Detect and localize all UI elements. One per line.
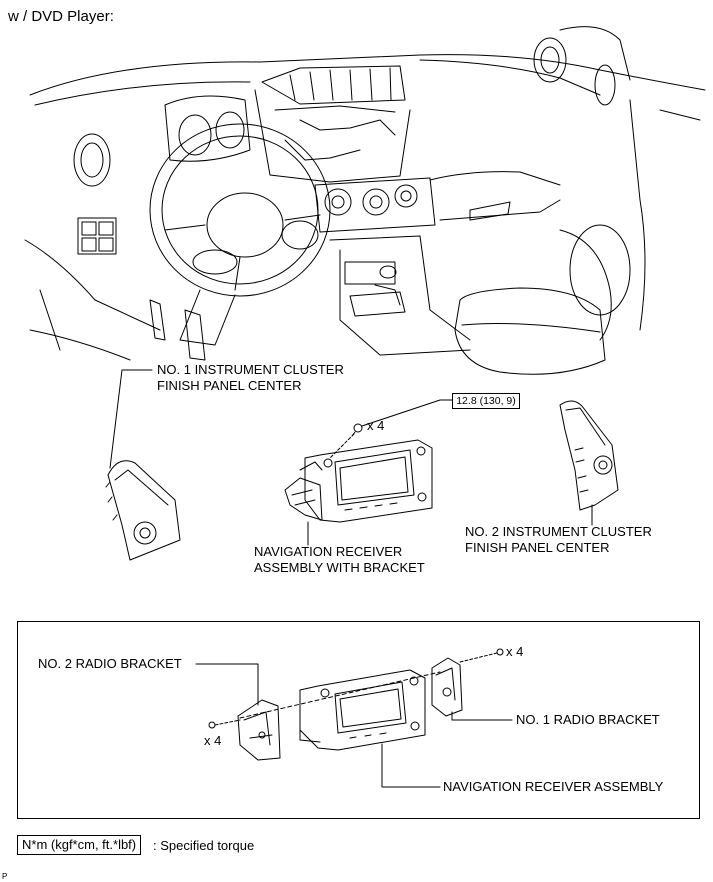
- nav-receiver-with-bracket-part: [284, 423, 433, 523]
- label-cluster-panel-2-line1: NO. 2 INSTRUMENT CLUSTER: [465, 524, 652, 539]
- no1-cluster-panel-part: [105, 460, 181, 561]
- leader-torque: [361, 399, 453, 427]
- screw-qty-inset-right: x 4: [506, 644, 524, 659]
- inset-radio-bracket-2-part: [208, 699, 281, 761]
- legend-description: : Specified torque: [153, 838, 255, 853]
- screw-qty-inset-left: x 4: [204, 733, 222, 748]
- label-radio-bracket-1: NO. 1 RADIO BRACKET: [516, 712, 660, 727]
- inset-radio-bracket-1-part: [431, 648, 504, 717]
- label-cluster-panel-1-line2: FINISH PANEL CENTER: [157, 378, 302, 393]
- label-radio-bracket-2: NO. 2 RADIO BRACKET: [38, 656, 182, 671]
- no2-cluster-panel-part: [559, 400, 619, 511]
- corner-mark: P: [2, 872, 8, 881]
- leader-cluster1: [109, 369, 153, 469]
- label-nav-assembly: NAVIGATION RECEIVER ASSEMBLY: [443, 779, 664, 794]
- leader-radio2: [195, 663, 259, 706]
- legend-unit-box: N*m (kgf*cm, ft.*lbf): [17, 835, 142, 855]
- leader-radio1: [451, 711, 513, 721]
- label-nav-bracket-line1: NAVIGATION RECEIVER: [254, 544, 403, 559]
- label-nav-bracket-line2: ASSEMBLY WITH BRACKET: [254, 560, 425, 575]
- screw-qty-top: x 4: [367, 418, 385, 433]
- leader-nav-assy: [381, 743, 441, 788]
- inset-frame: [17, 621, 700, 819]
- torque-spec-box: 12.8 (130, 9): [452, 393, 520, 409]
- label-cluster-panel-2-line2: FINISH PANEL CENTER: [465, 540, 610, 555]
- dashboard-illustration: [24, 26, 706, 375]
- label-cluster-panel-1-line1: NO. 1 INSTRUMENT CLUSTER: [157, 362, 344, 377]
- diagram-header: w / DVD Player:: [8, 8, 114, 25]
